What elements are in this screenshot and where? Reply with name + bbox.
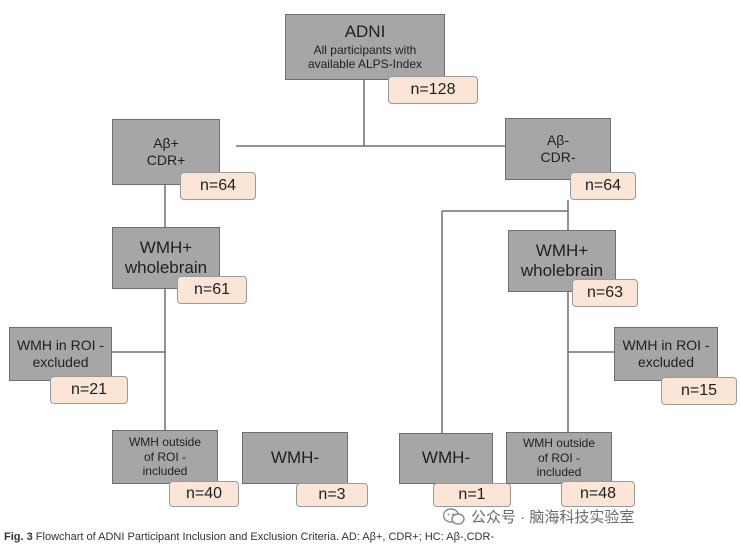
abeta-neg-count: n=64 — [570, 172, 636, 200]
wmh-neg-right-box: WMH- — [399, 433, 493, 484]
roi-excluded-left-count: n=21 — [50, 376, 128, 404]
wmh-neg-right-label: WMH- — [421, 448, 471, 468]
wmh-pos-right-line1: WMH+ — [535, 240, 589, 260]
wmh-pos-right-box: WMH+ wholebrain — [508, 230, 616, 292]
roi-excluded-right-line1: WMH in ROI - — [622, 337, 710, 354]
abeta-pos-count: n=64 — [180, 172, 256, 200]
wmh-pos-right-count: n=63 — [572, 279, 638, 307]
adni-line1: All participants with — [313, 42, 417, 57]
outside-roi-right-count: n=48 — [561, 481, 635, 507]
roi-excluded-left-line2: excluded — [32, 354, 89, 370]
wmh-neg-left-count: n=3 — [296, 483, 368, 507]
adni-count: n=128 — [388, 76, 478, 104]
abeta-neg-box: Aβ- CDR- — [505, 118, 611, 180]
outside-roi-left-line3: included — [142, 464, 188, 479]
outside-roi-right-box: WMH outside of ROI - included — [506, 432, 612, 484]
outside-roi-left-line1: WMH outside — [128, 435, 202, 450]
wmh-pos-right-line2: wholebrain — [520, 261, 604, 280]
wmh-pos-left-line2: wholebrain — [124, 258, 208, 277]
adni-title: ADNI — [344, 22, 386, 42]
adni-box: ADNI All participants with available ALP… — [285, 14, 445, 80]
wmh-neg-left-label: WMH- — [270, 447, 320, 467]
figure-caption: Fig. 3 Flowchart of ADNI Participant Inc… — [4, 531, 494, 543]
wmh-neg-left-box: WMH- — [242, 432, 348, 484]
wechat-icon — [443, 507, 465, 525]
roi-excluded-right-box: WMH in ROI - excluded — [614, 327, 718, 381]
abeta-pos-line1: Aβ+ — [153, 135, 179, 152]
outside-roi-left-line2: of ROI - — [143, 449, 186, 464]
abeta-neg-line1: Aβ- — [546, 132, 570, 149]
abeta-neg-line2: CDR- — [540, 149, 576, 165]
adni-line2: available ALPS-Index — [307, 57, 423, 72]
outside-roi-left-box: WMH outside of ROI - included — [112, 430, 218, 484]
outside-roi-right-line3: included — [536, 465, 582, 480]
roi-excluded-right-count: n=15 — [661, 377, 737, 405]
figure-caption-text: Flowchart of ADNI Participant Inclusion … — [35, 531, 495, 543]
abeta-pos-line2: CDR+ — [146, 152, 186, 168]
watermark: 公众号 · 脑海科技实验室 — [443, 506, 634, 527]
watermark-text: 公众号 · 脑海科技实验室 — [471, 509, 635, 526]
roi-excluded-right-line2: excluded — [637, 354, 695, 370]
roi-excluded-left-box: WMH in ROI - excluded — [9, 327, 112, 381]
figure-label: Fig. 3 — [4, 531, 33, 543]
wmh-pos-left-line1: WMH+ — [139, 237, 193, 257]
wmh-pos-left-count: n=61 — [177, 276, 247, 304]
roi-excluded-left-line1: WMH in ROI - — [16, 337, 105, 354]
outside-roi-right-line2: of ROI - — [537, 450, 580, 465]
wmh-neg-right-count: n=1 — [433, 483, 511, 507]
outside-roi-right-line1: WMH outside — [522, 436, 596, 451]
outside-roi-left-count: n=40 — [169, 481, 239, 507]
